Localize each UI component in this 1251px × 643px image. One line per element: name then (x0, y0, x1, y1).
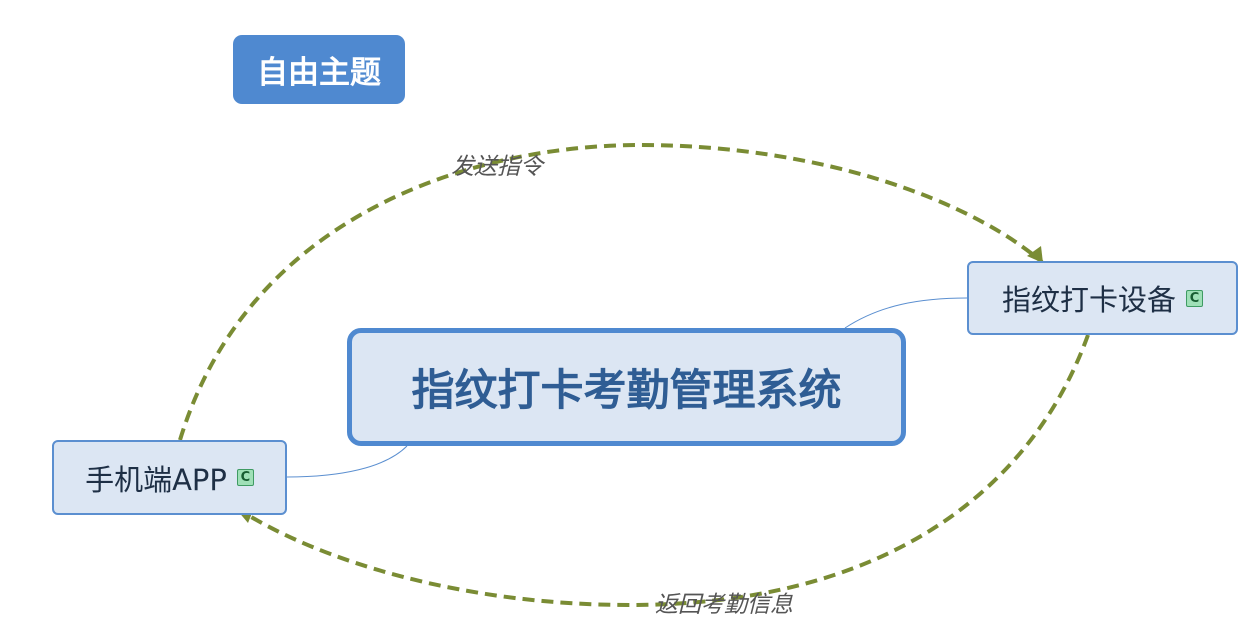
subtopic-label: 手机端APP (85, 462, 227, 497)
relationship-line-return (241, 334, 1090, 608)
connector-line-device (844, 297, 968, 329)
subtopic-mobile-app[interactable]: 手机端APP C (52, 440, 287, 515)
subtopic-fingerprint-device[interactable]: 指纹打卡设备 C (967, 261, 1238, 335)
arrowhead-send (1027, 246, 1043, 263)
relationship-label-send[interactable]: 发送指令 (451, 154, 543, 180)
subtopic-label: 指纹打卡设备 (1001, 283, 1176, 317)
central-topic[interactable]: 指纹打卡考勤管理系统 (347, 328, 906, 446)
c-marker-icon[interactable]: C (1186, 289, 1203, 307)
floating-topic[interactable]: 自由主题 (233, 35, 405, 104)
relationship-label-return[interactable]: 返回考勤信息 (655, 592, 793, 618)
connector-line-app (286, 445, 408, 478)
c-marker-icon[interactable]: C (236, 469, 254, 486)
relationship-line-send (178, 142, 1044, 441)
